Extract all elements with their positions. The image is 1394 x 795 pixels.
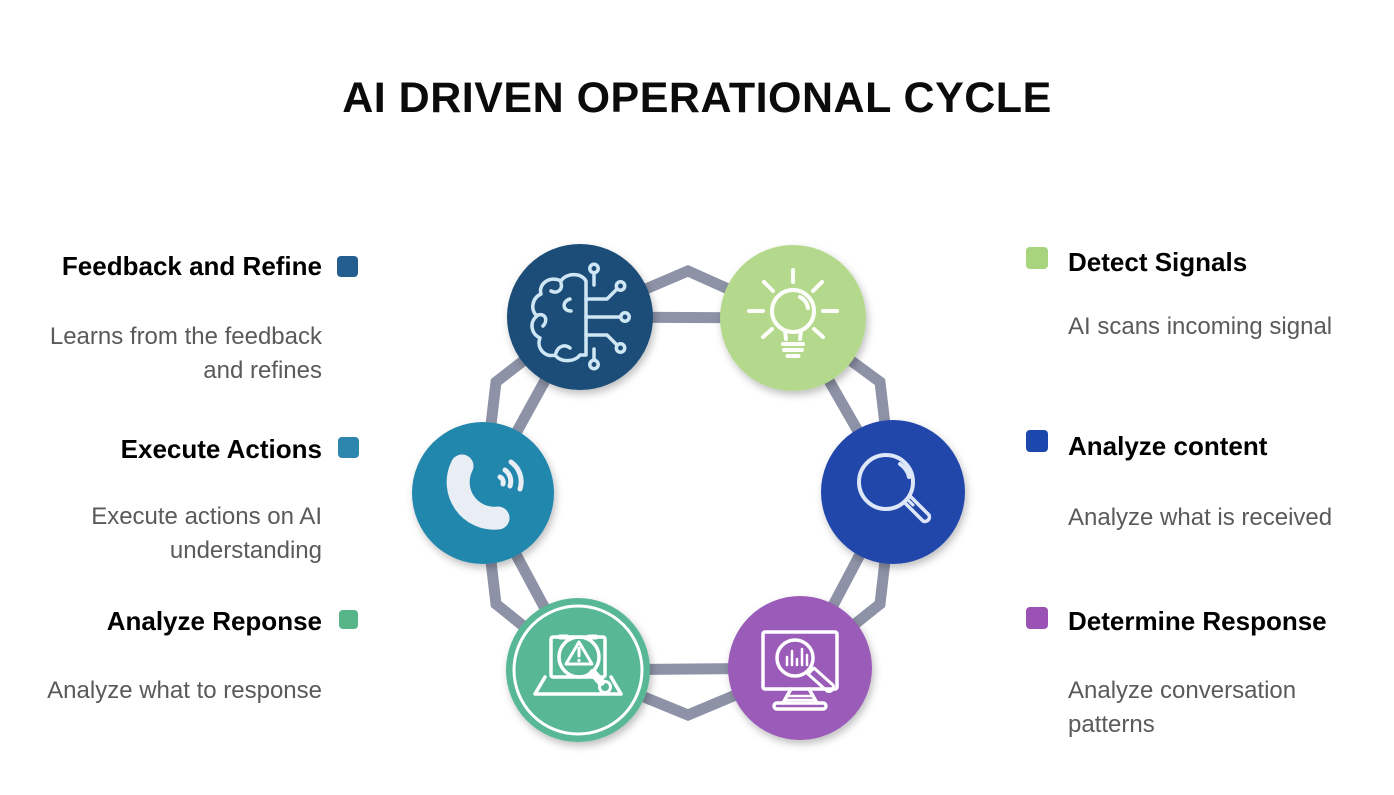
legend-color-square xyxy=(1026,607,1048,629)
legend-color-square xyxy=(1026,247,1048,269)
legend-heading: Analyze Reponse xyxy=(106,606,322,636)
legend-description: Learns from the feedback and refines xyxy=(49,323,322,384)
magnifier-icon xyxy=(857,453,932,524)
legend-description: Analyze what is received xyxy=(1068,504,1333,531)
cycle-node-analyze-reponse xyxy=(506,598,650,742)
legend-heading: Execute Actions xyxy=(120,434,322,464)
phone-call-icon xyxy=(446,454,524,530)
node-circle xyxy=(412,422,554,564)
legend-heading: Determine Response xyxy=(1068,606,1327,636)
legend-heading: Feedback and Refine xyxy=(61,251,322,281)
node-circle xyxy=(821,420,965,564)
legend-color-square xyxy=(338,437,359,458)
cycle-node-analyze-content xyxy=(821,420,965,564)
legend-color-square xyxy=(339,610,358,629)
node-circle xyxy=(506,598,650,742)
cycle-node-feedback-refine xyxy=(507,244,653,390)
node-circle xyxy=(728,596,872,740)
legend-color-square xyxy=(1026,430,1048,452)
brain-circuit-icon xyxy=(530,262,631,371)
legend-color-square xyxy=(337,256,358,277)
cycle-node-determine-response xyxy=(728,596,872,740)
page-title: AI DRIVEN OPERATIONAL CYCLE xyxy=(342,74,1052,122)
lightbulb-icon xyxy=(747,268,839,358)
monitor-analytics-icon xyxy=(761,630,839,711)
cycle-node-execute-actions xyxy=(412,422,554,564)
legend-heading: Detect Signals xyxy=(1068,247,1248,277)
legend-description: Analyze what to response xyxy=(47,677,322,704)
cycle-diagram xyxy=(412,244,965,742)
legend-description: Analyze conversation patterns xyxy=(1068,677,1297,738)
legend-description: Execute actions on AI understanding xyxy=(91,503,322,564)
cycle-node-detect-signals xyxy=(720,245,866,391)
node-circle xyxy=(507,244,653,390)
node-circle xyxy=(720,245,866,391)
legend-description: AI scans incoming signal xyxy=(1068,313,1333,340)
laptop-alert-icon xyxy=(512,604,644,736)
legend-heading: Analyze content xyxy=(1068,431,1268,461)
